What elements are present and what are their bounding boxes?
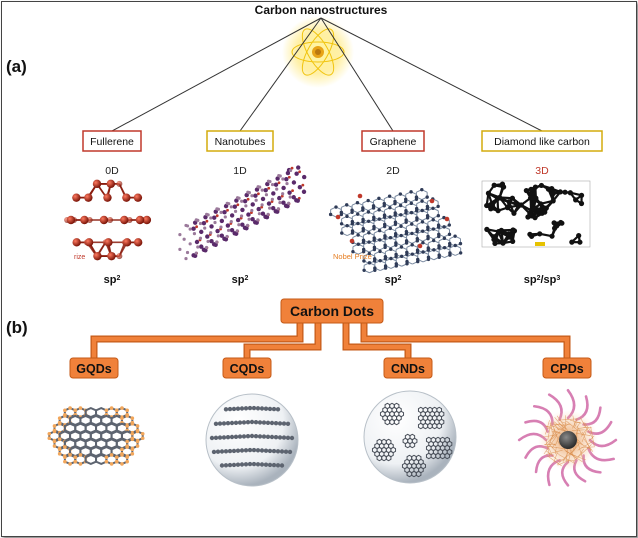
structure-dimension: 2D (386, 165, 400, 177)
panel-b-items: GQDs CQDs CNDs CPDs (47, 357, 618, 487)
cqd-image (205, 393, 299, 487)
diamond-like-carbon-image (481, 180, 591, 248)
carbon-atom-icon (282, 16, 354, 88)
structure-dimension: 3D (535, 165, 549, 177)
panel-a-items: Fullerene 0D sp2 Nanotubes 1D sp2 Graphene 2D sp… (64, 130, 603, 286)
fullerene-note: rize (74, 254, 85, 261)
structure-name: Nanotubes (215, 136, 266, 148)
tree-connector (244, 320, 321, 360)
carbon-dot-type-box (222, 357, 272, 379)
structure-name-box (481, 130, 603, 152)
panel-a-connectors (111, 17, 543, 132)
carbon-dot-0: GQDs (69, 357, 119, 379)
carbon-dot-3: CPDs (542, 357, 592, 379)
panel-b-tree (90, 320, 571, 360)
tree-connector (91, 320, 303, 360)
tree-connector (343, 320, 411, 360)
carbon-dot-type-label: CQDs (230, 362, 265, 376)
structure-name: Diamond like carbon (494, 136, 590, 148)
connector-line (320, 17, 394, 132)
carbon-dot-type-box (542, 357, 592, 379)
hybridization-label: sp2 (104, 274, 121, 286)
carbon-dot-type-box (383, 357, 433, 379)
connector-line (320, 17, 543, 132)
cpd-image (517, 388, 618, 487)
structure-3: Diamond like carbon 3D sp2/sp3 (481, 130, 603, 286)
structure-name: Fullerene (90, 136, 134, 148)
tree-connector (361, 320, 570, 360)
structure-2: Graphene 2D sp2 (361, 130, 425, 286)
carbon-dot-type-label: CNDs (391, 362, 425, 376)
structure-dimension: 0D (105, 165, 119, 177)
cnd-image (363, 390, 457, 484)
structure-0: Fullerene 0D sp2 (82, 130, 142, 286)
connector-line (239, 17, 322, 132)
gqd-image (47, 406, 145, 466)
graphene-note: Nobel Prize (333, 252, 372, 261)
carbon-dot-1: CQDs (222, 357, 272, 379)
panel-b-label: (b) (6, 318, 28, 337)
nanotube-image (178, 165, 307, 261)
structure-name-box (206, 130, 274, 152)
fullerene-image: rize (64, 179, 152, 261)
structure-name-box (361, 130, 425, 152)
hybridization-label: sp2 (385, 274, 402, 286)
panel-b-title: Carbon Dots (290, 303, 374, 319)
structure-name-box (82, 130, 142, 152)
carbon-dot-type-label: CPDs (550, 362, 583, 376)
structure-name: Graphene (370, 136, 417, 148)
carbon-dot-type-label: GQDs (76, 362, 111, 376)
structure-1: Nanotubes 1D sp2 (206, 130, 274, 286)
structure-dimension: 1D (233, 165, 247, 177)
panel-a-label: (a) (6, 57, 27, 76)
connector-line (111, 17, 322, 132)
carbon-dot-2: CNDs (383, 357, 433, 379)
panel-a-title: Carbon nanostructures (255, 3, 388, 17)
graphene-image: Nobel Prize (328, 187, 463, 274)
hybridization-label: sp2 (232, 274, 249, 286)
hybridization-label: sp2/sp3 (524, 274, 561, 286)
carbon-dots-box (280, 298, 384, 324)
carbon-dot-type-box (69, 357, 119, 379)
